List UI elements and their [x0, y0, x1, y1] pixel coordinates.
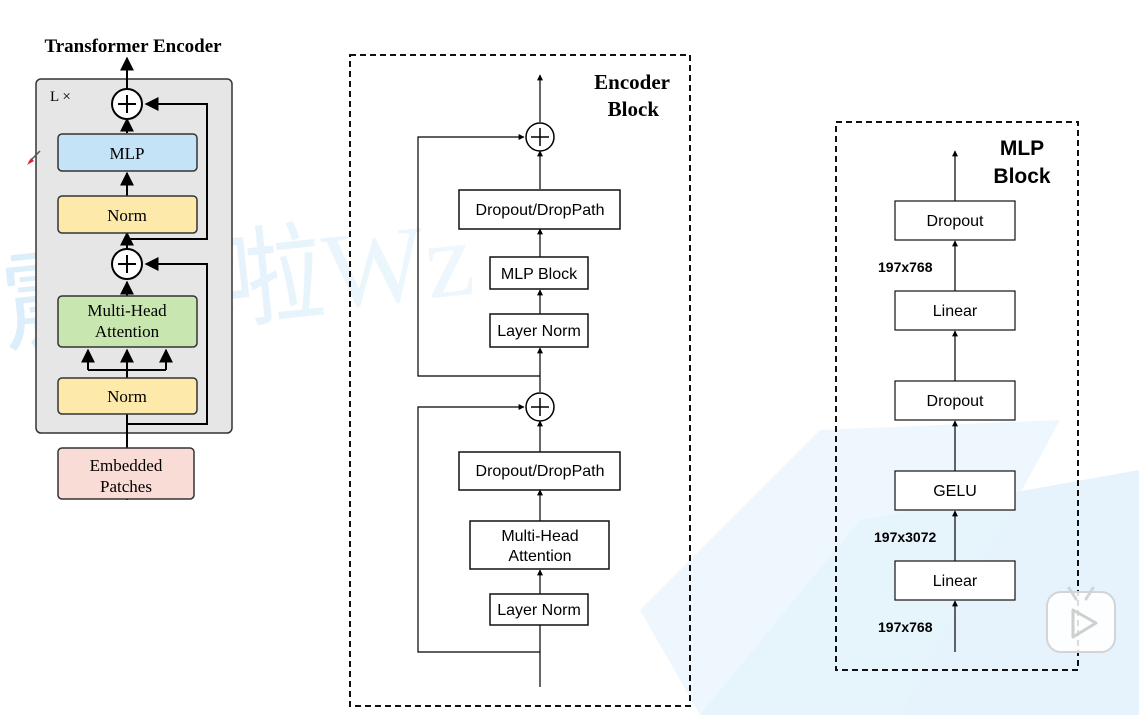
- encoder-block-title-line2: Block: [608, 97, 660, 121]
- mlp-linear-top-label: Linear: [933, 303, 978, 320]
- mlp-linear-bottom-box: [894, 560, 1016, 601]
- mlp-label: MLP: [110, 144, 145, 163]
- mlp-dropout-mid-box: [894, 380, 1016, 421]
- dropout-droppath-bottom-label: Dropout/DropPath: [476, 463, 605, 480]
- pen-cursor-icon: [27, 150, 41, 165]
- encoder-attention-label-line1: Multi-Head: [501, 528, 578, 545]
- norm-top-label: Norm: [107, 206, 147, 225]
- add-node-bottom: [111, 248, 143, 280]
- attention-label-line1: Multi-Head: [87, 301, 167, 320]
- mlp-block-box: [489, 256, 589, 290]
- layer-norm-top-box: [489, 313, 589, 348]
- attention-label-line2: Attention: [95, 322, 160, 341]
- mlp-block-title-line1: MLP: [1000, 137, 1044, 160]
- mlp-block-diagram: MLP Block Dropout Linear Dropout GELU Li…: [835, 121, 1079, 671]
- mlp-linear-top-box: [894, 290, 1016, 331]
- layer-norm-bottom-label: Layer Norm: [497, 602, 581, 619]
- encoder-block-diagram: Encoder Block Dropout/DropPath MLP Block: [349, 54, 691, 707]
- encoder-block-title-line1: Encoder: [594, 70, 670, 94]
- play-button[interactable]: [1046, 586, 1116, 653]
- dropout-droppath-top-box: [458, 189, 621, 230]
- embedded-label-line1: Embedded: [90, 456, 163, 475]
- play-icon: [1067, 586, 1098, 639]
- mlp-dropout-mid-label: Dropout: [927, 393, 984, 410]
- norm-bottom-box: [57, 377, 198, 415]
- dropout-droppath-top-label: Dropout/DropPath: [476, 202, 605, 219]
- multi-head-attention-box: [57, 295, 198, 348]
- repeat-label: L ×: [50, 89, 71, 105]
- transformer-encoder-title: Transformer Encoder: [44, 36, 222, 57]
- mlp-block-label: MLP Block: [501, 266, 578, 283]
- encoder-attention-label-line2: Attention: [508, 548, 571, 565]
- dim-label-after-linear-top: 197x768: [878, 259, 933, 275]
- mlp-gelu-label: GELU: [933, 483, 977, 500]
- mlp-block-frame: [835, 121, 1079, 671]
- norm-top-box: [57, 195, 198, 234]
- mlp-dropout-top-label: Dropout: [927, 213, 984, 230]
- dim-label-input: 197x768: [878, 619, 933, 635]
- mlp-linear-bottom-label: Linear: [933, 573, 978, 590]
- add-node-top: [111, 88, 143, 120]
- encoder-block-frame: [349, 54, 691, 707]
- layer-norm-top-label: Layer Norm: [497, 323, 581, 340]
- mlp-gelu-box: [894, 470, 1016, 511]
- mlp-box: [57, 133, 198, 172]
- encoder-add-node-top: [525, 122, 555, 152]
- norm-bottom-label: Norm: [107, 387, 147, 406]
- dim-label-after-linear-bottom: 197x3072: [874, 529, 937, 545]
- embedded-label-line2: Patches: [100, 477, 152, 496]
- multi-head-attention-encoder-box: [469, 520, 610, 570]
- dropout-droppath-bottom-box: [458, 451, 621, 491]
- mlp-dropout-top-box: [894, 200, 1016, 241]
- transformer-encoder-diagram: Transformer Encoder L × MLP: [27, 36, 233, 500]
- embedded-patches-box: [57, 447, 195, 500]
- mlp-block-title-line2: Block: [993, 165, 1051, 188]
- layer-norm-bottom-box: [489, 593, 589, 626]
- encoder-add-node-bottom: [525, 392, 555, 422]
